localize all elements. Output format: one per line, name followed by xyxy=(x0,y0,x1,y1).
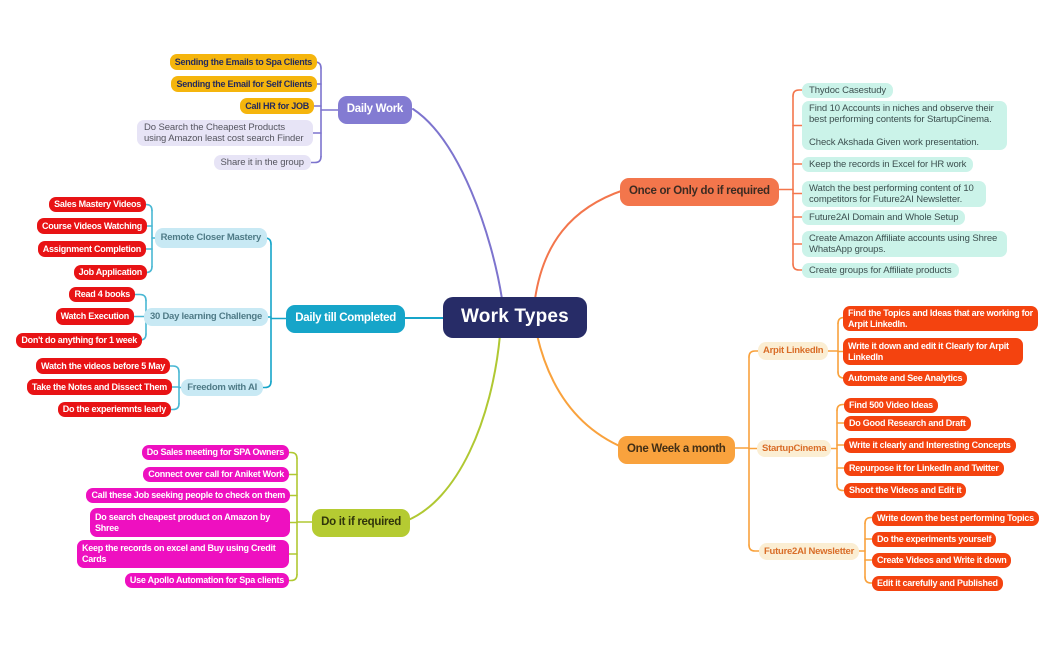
node-daily-till-completed[interactable]: Daily till Completed xyxy=(286,305,405,333)
bracket-daily-work-branch xyxy=(302,155,322,164)
node-sending-email-self-clients[interactable]: Sending the Email for Self Clients xyxy=(171,76,317,92)
node-share-it-in-group[interactable]: Share it in the group xyxy=(213,155,311,171)
node-day30-learning-challenge[interactable]: 30 Day learning Challenge xyxy=(143,308,268,326)
node-do-good-research-draft[interactable]: Do Good Research and Draft xyxy=(844,416,971,431)
node-read-4-books[interactable]: Read 4 books xyxy=(69,287,135,302)
node-assignment-completion[interactable]: Assignment Completion xyxy=(37,241,146,257)
node-startupcinema[interactable]: StartupCinema xyxy=(757,440,832,458)
bracket-startupcinema-branch xyxy=(836,403,853,412)
node-one-week-a-month[interactable]: One Week a month xyxy=(618,436,735,464)
node-do-experiments-yourself[interactable]: Do the experiments yourself xyxy=(872,532,997,547)
node-daily-work[interactable]: Daily Work xyxy=(337,96,412,124)
node-sending-emails-spa-clients[interactable]: Sending the Emails to Spa Clients xyxy=(169,54,317,70)
edge-center-do-it-if-required xyxy=(405,334,501,522)
node-keep-records-excel-hr[interactable]: Keep the records in Excel for HR work xyxy=(802,157,974,173)
node-work-types[interactable]: Work Types xyxy=(443,297,587,338)
node-do-search-cheapest-products[interactable]: Do Search the Cheapest Products using Am… xyxy=(137,120,313,147)
node-do-the-experiemnts-learly[interactable]: Do the experiemnts learly xyxy=(57,402,171,417)
bracket-do-it-if-required-branch xyxy=(280,451,298,460)
bracket-one-week-branch xyxy=(748,544,768,552)
node-thydoc-casestudy[interactable]: Thydoc Casestudy xyxy=(802,83,894,99)
node-job-application[interactable]: Job Application xyxy=(73,265,147,280)
node-write-best-performing-topics[interactable]: Write down the best performing Topics xyxy=(872,511,1039,526)
bracket-startupcinema-branch xyxy=(836,483,853,492)
node-future2ai-newsletter[interactable]: Future2AI Newsletter xyxy=(759,543,860,561)
node-repurpose-linkedin-twitter[interactable]: Repurpose it for LinkedIn and Twitter xyxy=(844,461,1004,476)
bracket-once-or-only-branch xyxy=(792,89,811,97)
node-sales-mastery-videos[interactable]: Sales Mastery Videos xyxy=(49,197,146,212)
node-shoot-videos-edit[interactable]: Shoot the Videos and Edit it xyxy=(844,483,967,498)
node-connect-call-aniket[interactable]: Connect over call for Aniket Work xyxy=(143,467,289,482)
node-create-videos-write-down[interactable]: Create Videos and Write it down xyxy=(872,553,1012,568)
node-once-or-only[interactable]: Once or Only do if required xyxy=(620,178,779,206)
node-do-sales-meeting-spa[interactable]: Do Sales meeting for SPA Owners xyxy=(141,445,289,460)
node-call-job-seeking-people[interactable]: Call these Job seeking people to check o… xyxy=(86,488,290,503)
bracket-daily-till-completed-branch xyxy=(254,380,272,389)
bracket-future2ai-newsletter-branch xyxy=(864,516,881,525)
node-watch-execution[interactable]: Watch Execution xyxy=(55,308,134,325)
edge-center-daily-work xyxy=(412,108,503,300)
bracket-remote-closer-mastery-branch xyxy=(137,203,153,212)
node-create-amazon-affiliate[interactable]: Create Amazon Affiliate accounts using S… xyxy=(802,231,1007,258)
node-write-clearly-interesting[interactable]: Write it clearly and Interesting Concept… xyxy=(844,438,1016,453)
node-remote-closer-mastery[interactable]: Remote Closer Mastery xyxy=(154,228,267,248)
bracket-one-week-branch xyxy=(748,350,767,358)
node-find-topics-ideas-arpit[interactable]: Find the Topics and Ideas that are worki… xyxy=(843,306,1038,332)
node-keep-records-excel-credit[interactable]: Keep the records on excel and Buy using … xyxy=(77,540,289,568)
node-watch-best-content-10-competitors[interactable]: Watch the best performing content of 10 … xyxy=(802,181,986,208)
edge-center-once-or-only xyxy=(534,189,625,300)
node-call-hr-for-job[interactable]: Call HR for JOB xyxy=(240,98,314,114)
bracket-freedom-with-ai-branch xyxy=(162,402,180,411)
bracket-30-day-branch xyxy=(126,293,147,302)
node-write-edit-clearly-arpit[interactable]: Write it down and edit it Clearly for Ar… xyxy=(843,338,1023,365)
node-course-videos-watching[interactable]: Course Videos Watching xyxy=(36,218,147,234)
node-use-apollo-automation[interactable]: Use Apollo Automation for Spa clients xyxy=(124,573,289,588)
bracket-freedom-with-ai-branch xyxy=(161,365,180,373)
bracket-do-it-if-required-branch xyxy=(280,573,298,582)
node-find-10-accounts[interactable]: Find 10 Accounts in niches and observe t… xyxy=(802,101,1007,150)
edge-center-one-week xyxy=(536,334,625,449)
node-watch-videos-before-5-may[interactable]: Watch the videos before 5 May xyxy=(36,358,170,374)
node-dont-do-anything-1-week[interactable]: Don't do anything for 1 week xyxy=(16,333,142,348)
node-edit-carefully-published[interactable]: Edit it carefully and Published xyxy=(872,576,1003,591)
node-do-search-cheapest-amazon-shree[interactable]: Do search cheapest product on Amazon by … xyxy=(90,508,290,537)
bracket-once-or-only-branch xyxy=(792,263,811,271)
node-create-groups-affiliate[interactable]: Create groups for Affiliate products xyxy=(802,263,959,279)
node-take-notes-dissect[interactable]: Take the Notes and Dissect Them xyxy=(26,379,172,395)
node-freedom-with-ai[interactable]: Freedom with AI xyxy=(181,379,263,397)
node-do-it-if-required[interactable]: Do it if required xyxy=(312,509,410,537)
node-arpit-linkedin[interactable]: Arpit LinkedIn xyxy=(758,342,829,360)
node-future2ai-domain-setup[interactable]: Future2AI Domain and Whole Setup xyxy=(802,210,966,226)
node-automate-see-analytics[interactable]: Automate and See Analytics xyxy=(843,371,968,386)
node-find-500-video-ideas[interactable]: Find 500 Video Ideas xyxy=(844,398,938,413)
bracket-future2ai-newsletter-branch xyxy=(864,576,881,584)
